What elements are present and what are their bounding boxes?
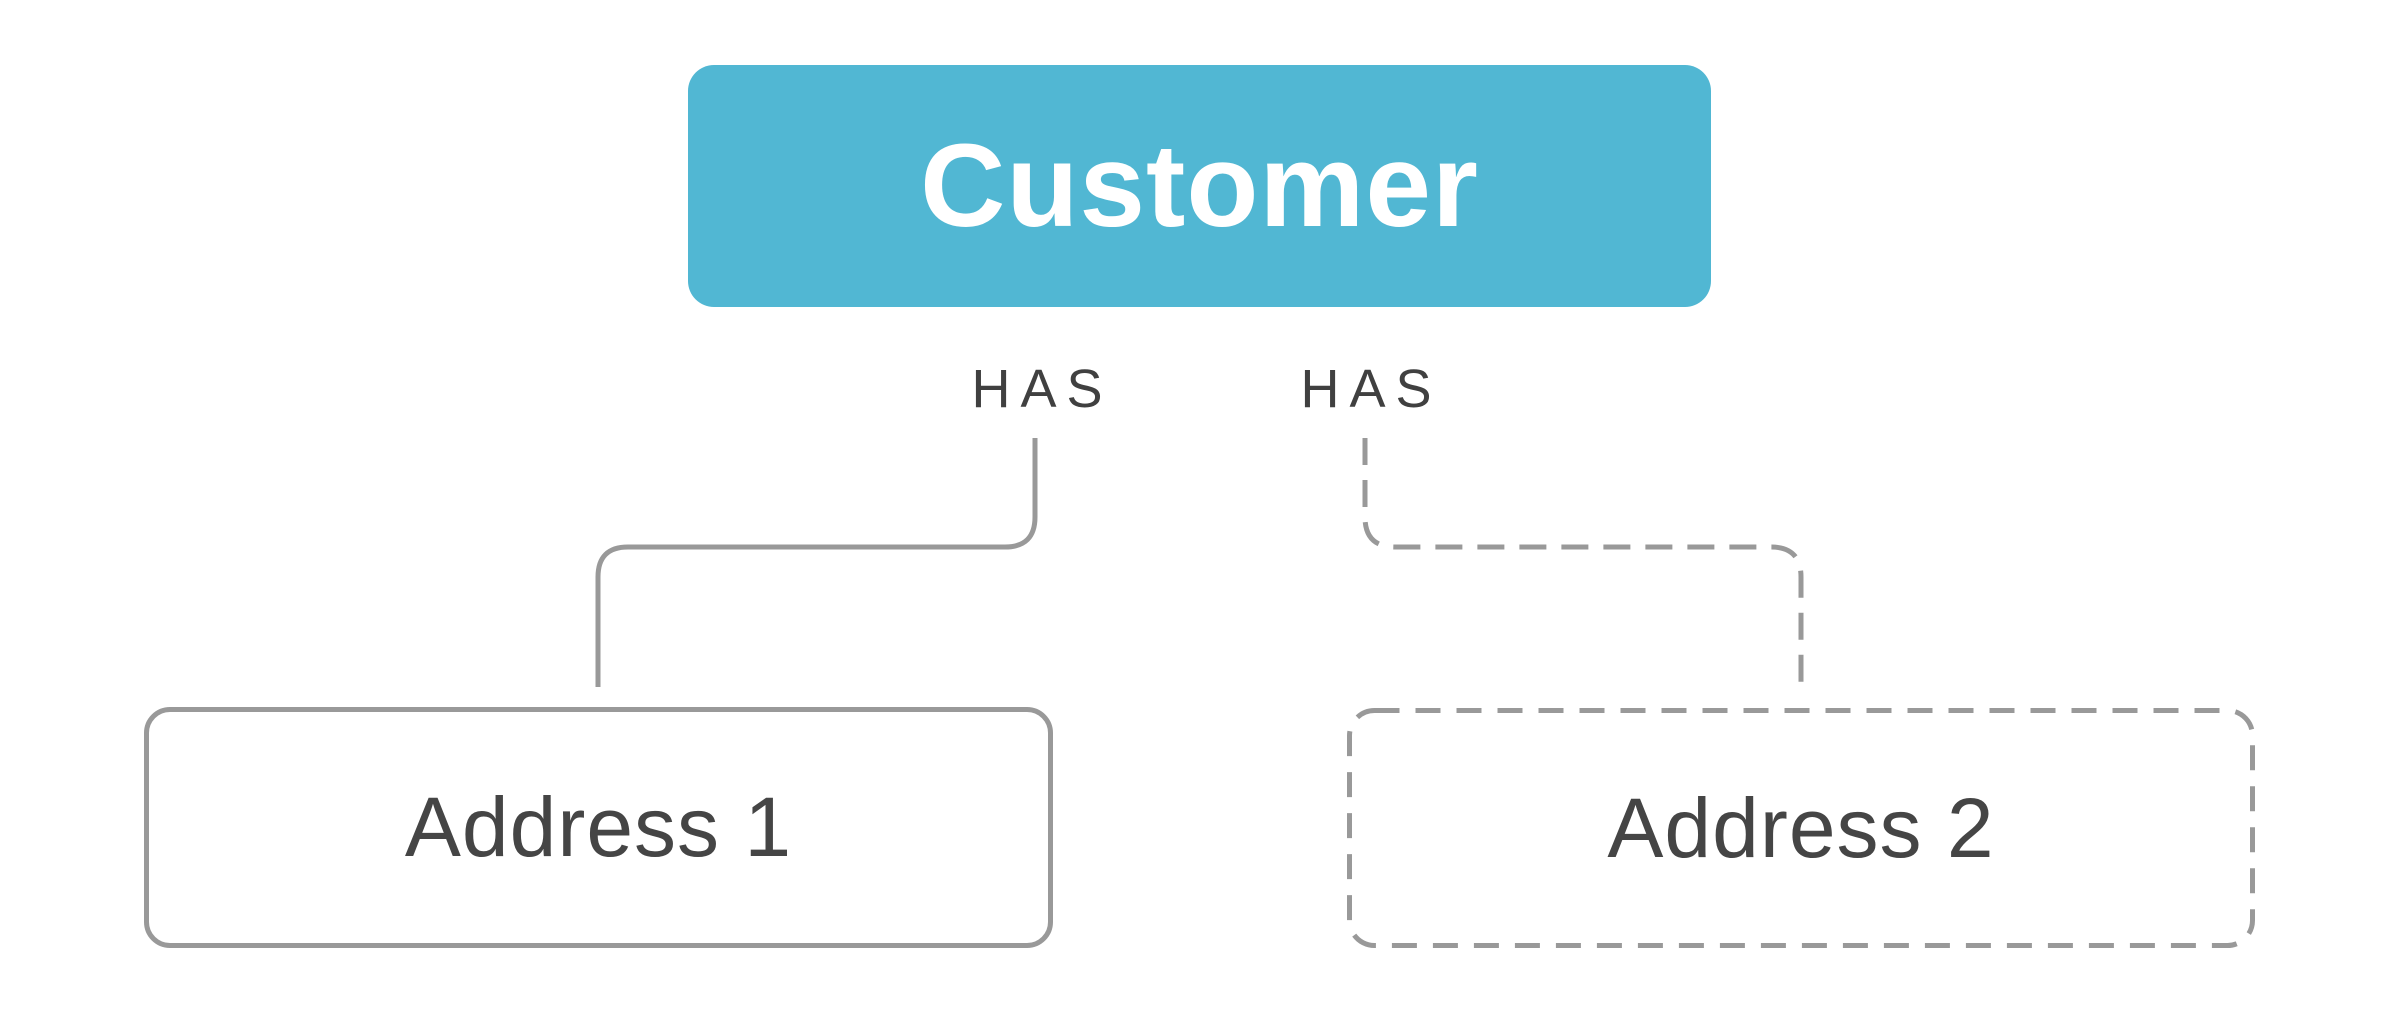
node-address-1: Address 1 (144, 707, 1053, 948)
relation-has-label-1: HAS (971, 359, 1113, 419)
address-2-label: Address 2 (1607, 780, 1995, 875)
customer-label: Customer (920, 120, 1479, 252)
node-customer: Customer (688, 65, 1711, 307)
relation-has-label-2: HAS (1300, 359, 1442, 419)
relation-line-solid (595, 438, 1038, 687)
address-2-dashed-border (1347, 708, 2255, 948)
relation-line-dashed (1362, 438, 1804, 687)
node-address-2: Address 2 (1347, 708, 2255, 948)
address-1-label: Address 1 (404, 780, 793, 874)
